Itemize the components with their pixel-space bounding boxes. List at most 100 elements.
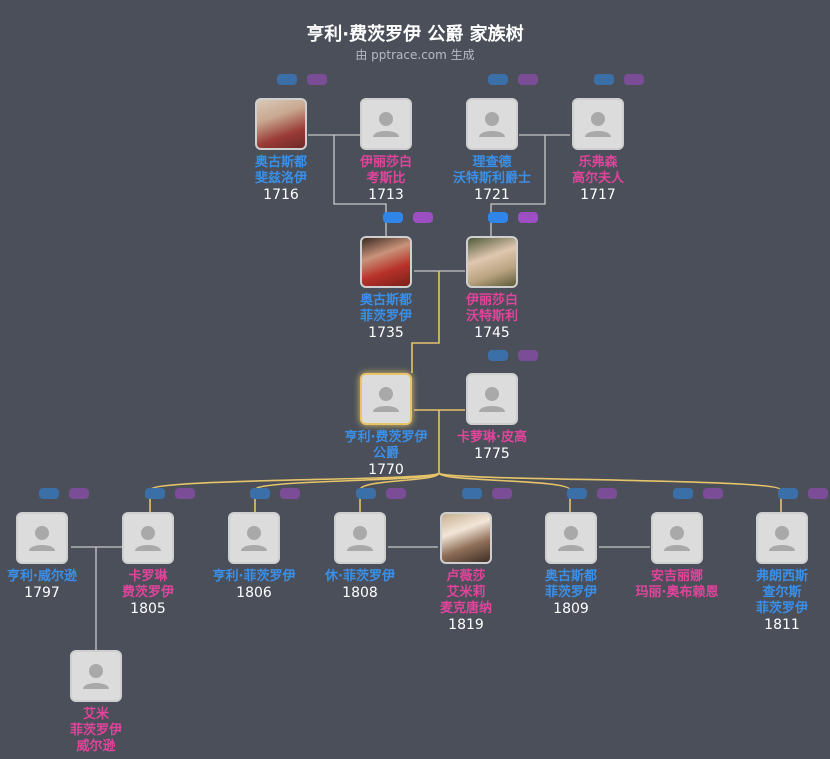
- person-birth-year: 1775: [474, 446, 510, 462]
- person-birth-year: 1713: [368, 187, 404, 203]
- edit-tag-icon[interactable]: [356, 488, 376, 499]
- person-name-line: 理查德: [472, 155, 512, 170]
- person-name-line: 休·菲茨罗伊: [325, 569, 395, 584]
- person-avatar-icon[interactable]: [651, 512, 703, 564]
- person-name-line: 斐兹洛伊: [254, 171, 307, 186]
- edit-tag-icon[interactable]: [594, 74, 614, 85]
- link-tag-icon[interactable]: [386, 488, 406, 499]
- person-avatar-icon[interactable]: [228, 512, 280, 564]
- person-avatar-icon[interactable]: [360, 98, 412, 150]
- person-name-line: 查尔斯: [762, 585, 802, 600]
- link-tag-icon[interactable]: [808, 488, 828, 499]
- link-tag-icon[interactable]: [413, 212, 433, 223]
- link-tag-icon[interactable]: [69, 488, 89, 499]
- person-birth-year: 1805: [130, 601, 166, 617]
- person-photo[interactable]: [440, 512, 492, 564]
- person-avatar-icon[interactable]: [756, 512, 808, 564]
- person-name-line: 伊丽莎白: [359, 155, 412, 170]
- person-avatar-icon[interactable]: [334, 512, 386, 564]
- person-name-line: 菲茨罗伊: [69, 723, 122, 738]
- link-tag-icon[interactable]: [703, 488, 723, 499]
- person-name-line: 高尔夫人: [571, 171, 624, 186]
- person-name-line: 菲茨罗伊: [544, 585, 597, 600]
- person-name-line: 沃特斯利爵士: [452, 171, 531, 186]
- person-name-line: 亨利·菲茨罗伊: [212, 569, 296, 584]
- person-avatar-icon[interactable]: [572, 98, 624, 150]
- link-tag-icon[interactable]: [307, 74, 327, 85]
- person-name-line: 艾米: [82, 707, 109, 722]
- person-photo[interactable]: [255, 98, 307, 150]
- link-tag-icon[interactable]: [280, 488, 300, 499]
- person-birth-year: 1811: [764, 617, 800, 633]
- person-name-line: 公爵: [372, 446, 399, 461]
- person-name-line: 费茨罗伊: [121, 585, 174, 600]
- person-name-line: 奥古斯都: [254, 155, 307, 170]
- person-avatar-icon[interactable]: [466, 373, 518, 425]
- person-birth-year: 1735: [368, 325, 404, 341]
- person-birth-year: 1797: [24, 585, 60, 601]
- person-name-line: 威尔逊: [76, 739, 116, 754]
- link-tag-icon[interactable]: [624, 74, 644, 85]
- person-name-line: 考斯比: [366, 171, 406, 186]
- edit-tag-icon[interactable]: [567, 488, 587, 499]
- link-tag-icon[interactable]: [597, 488, 617, 499]
- link-tag-icon[interactable]: [518, 350, 538, 361]
- link-tag-icon[interactable]: [518, 74, 538, 85]
- person-birth-year: 1721: [474, 187, 510, 203]
- person-name-line: 乐弗森: [578, 155, 618, 170]
- person-name-line: 卡罗琳: [128, 569, 168, 584]
- page-title: 亨利·费茨罗伊 公爵 家族树: [306, 24, 524, 45]
- edit-tag-icon[interactable]: [462, 488, 482, 499]
- link-tag-icon[interactable]: [175, 488, 195, 499]
- person-name-line: 奥古斯都: [544, 569, 597, 584]
- person-birth-year: 1808: [342, 585, 378, 601]
- page-subtitle: 由 pptrace.com 生成: [355, 48, 475, 62]
- person-name-line: 艾米莉: [446, 585, 486, 600]
- person-name: 艾米菲茨罗伊威尔逊: [36, 707, 156, 755]
- person-name-line: 亨利·费茨罗伊: [344, 430, 428, 445]
- edit-tag-icon[interactable]: [250, 488, 270, 499]
- link-tag-icon[interactable]: [492, 488, 512, 499]
- person-avatar-icon[interactable]: [545, 512, 597, 564]
- person-name-line: 麦克唐纳: [439, 601, 492, 616]
- edit-tag-icon[interactable]: [673, 488, 693, 499]
- person-name-line: 卢薇莎: [446, 569, 486, 584]
- edit-tag-icon[interactable]: [488, 350, 508, 361]
- link-tag-icon[interactable]: [518, 212, 538, 223]
- person-name-line: 亨利·威尔逊: [7, 569, 77, 584]
- edit-tag-icon[interactable]: [145, 488, 165, 499]
- edit-tag-icon[interactable]: [488, 74, 508, 85]
- person-avatar-icon[interactable]: [360, 373, 412, 425]
- person-avatar-icon[interactable]: [466, 98, 518, 150]
- edit-tag-icon[interactable]: [39, 488, 59, 499]
- person-name-line: 奥古斯都: [359, 293, 412, 308]
- edit-tag-icon[interactable]: [778, 488, 798, 499]
- person-birth-year: 1809: [553, 601, 589, 617]
- person-photo[interactable]: [360, 236, 412, 288]
- person-name-line: 菲茨罗伊: [359, 309, 412, 324]
- person-avatar-icon[interactable]: [16, 512, 68, 564]
- person-name-line: 玛丽·奥布赖恩: [635, 585, 719, 600]
- edit-tag-icon[interactable]: [488, 212, 508, 223]
- person-avatar-icon[interactable]: [122, 512, 174, 564]
- person-photo[interactable]: [466, 236, 518, 288]
- person-avatar-icon[interactable]: [70, 650, 122, 702]
- person-birth-year: 1770: [368, 462, 404, 478]
- edit-tag-icon[interactable]: [383, 212, 403, 223]
- edit-tag-icon[interactable]: [277, 74, 297, 85]
- person-name: 安吉丽娜玛丽·奥布赖恩: [617, 569, 737, 601]
- person-name-line: 沃特斯利: [465, 309, 518, 324]
